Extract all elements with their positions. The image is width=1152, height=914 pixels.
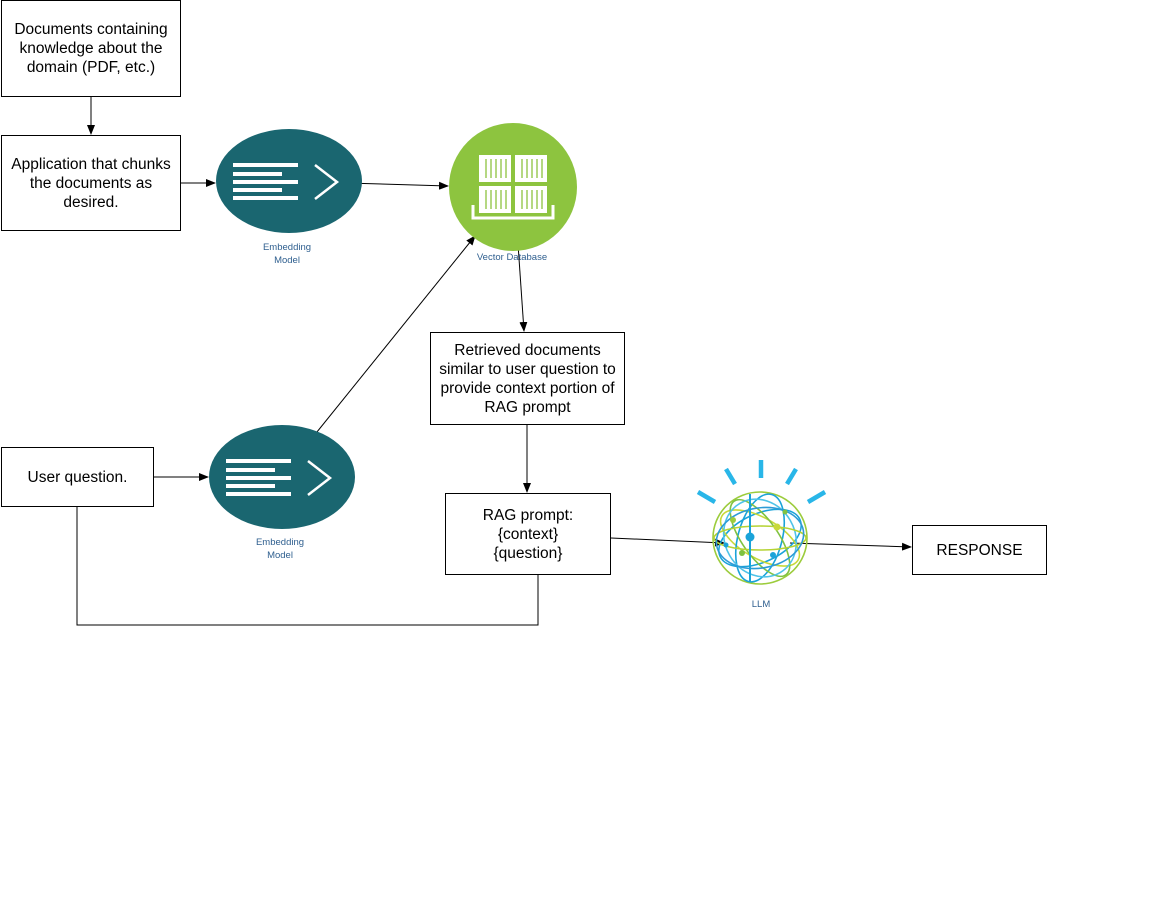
embedding-model-icon xyxy=(209,425,355,529)
llm-caption: LLM xyxy=(751,599,771,610)
user-question-box: User question. xyxy=(1,447,154,507)
response-box: RESPONSE xyxy=(912,525,1047,575)
connector-question-to-prompt xyxy=(76,507,539,626)
vector-database-caption: Vector Database xyxy=(476,252,548,263)
arrow-embedding-to-vectordb xyxy=(345,181,449,190)
llm-globe-icon xyxy=(696,460,827,585)
documents-box: Documents containing knowledge about the… xyxy=(1,0,181,97)
vector-database-icon xyxy=(449,123,577,251)
arrow-prompt-to-llm xyxy=(610,537,725,547)
embedding-model-caption: Embedding Model xyxy=(255,537,305,561)
arrow-embedding-to-vectordb-query xyxy=(299,235,476,454)
embedding-model-caption: Embedding Model xyxy=(262,242,312,266)
retrieved-documents-box: Retrieved documents similar to user ques… xyxy=(430,332,625,425)
chunker-box: Application that chunks the documents as… xyxy=(1,135,181,231)
arrow-vectordb-to-retrieved xyxy=(517,243,528,332)
embedding-model-icon xyxy=(216,129,362,233)
rag-prompt-box: RAG prompt: {context} {question} xyxy=(445,493,611,575)
arrow-llm-to-response xyxy=(789,542,912,551)
